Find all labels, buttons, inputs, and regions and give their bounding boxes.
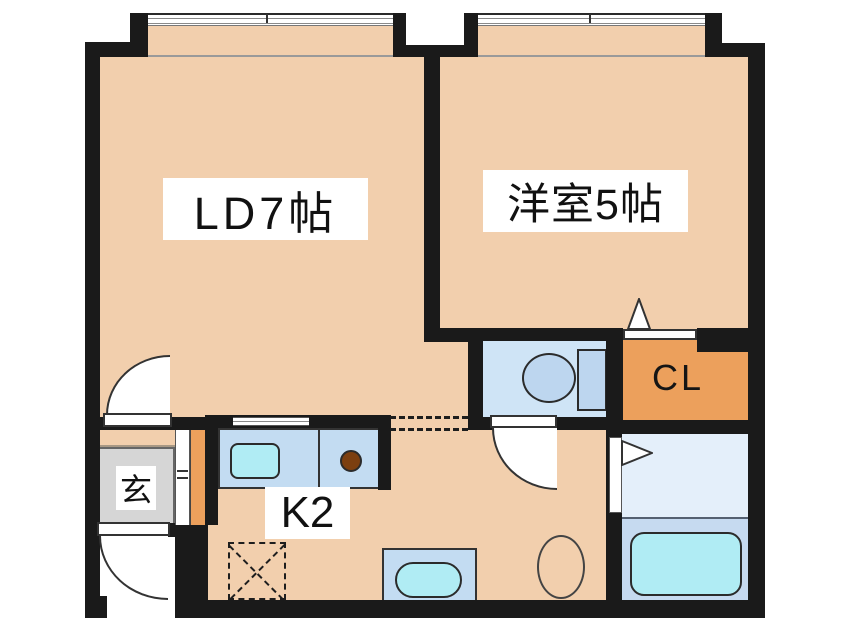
outside-notch-top-center	[405, 0, 465, 46]
window-ld	[148, 13, 393, 26]
wall	[203, 600, 765, 618]
wall	[606, 420, 765, 434]
door-leaf-closet	[623, 329, 697, 340]
washroom-bath-divider	[622, 517, 748, 519]
wall	[85, 42, 148, 57]
wall	[85, 596, 107, 618]
door-handle-tick	[177, 470, 188, 472]
stove-burner-icon	[340, 450, 362, 472]
outside-top-right	[722, 0, 752, 43]
wall	[468, 328, 608, 341]
door-handle-tick	[177, 477, 188, 479]
window-center-tick	[266, 14, 268, 23]
washroom-door-marker-icon	[621, 440, 653, 466]
window-bay-left	[148, 25, 393, 57]
wall	[378, 415, 391, 490]
outside-top-left	[96, 0, 132, 42]
bay-edge-line	[478, 55, 705, 57]
room-label-kitchen: K2	[265, 487, 350, 539]
entrance-step-line	[93, 445, 175, 447]
closet-door-marker-icon	[627, 298, 651, 330]
kitchen-window	[233, 417, 309, 426]
toilet-tank-icon	[577, 349, 607, 411]
room-label-ld: LD7帖	[163, 178, 368, 240]
room-closet	[622, 338, 750, 422]
room-label-entrance-text: 玄	[119, 472, 152, 508]
kitchen-sink-icon	[230, 443, 280, 479]
door-leaf-ld	[103, 413, 172, 427]
room-label-kitchen-text: K2	[280, 488, 335, 537]
ld-kitchen-boundary	[390, 428, 468, 431]
room-label-closet-text: CL	[652, 357, 705, 398]
wall	[205, 415, 218, 525]
ld-kitchen-boundary	[390, 416, 468, 419]
wall	[175, 525, 208, 618]
wall	[130, 13, 148, 44]
bathtub-icon	[630, 532, 742, 596]
window-center-tick	[589, 14, 591, 23]
room-label-entrance: 玄	[116, 466, 156, 510]
room-label-western-text: 洋室5帖	[507, 181, 664, 229]
washroom-door-opening	[609, 437, 622, 513]
room-label-western: 洋室5帖	[483, 170, 688, 232]
toilet-bowl-icon	[522, 353, 576, 403]
wall-ld-western-divider	[424, 57, 440, 342]
window-bay-right	[478, 25, 705, 57]
door-leaf-toilet	[490, 415, 557, 428]
room-washroom	[622, 434, 748, 518]
wall	[468, 330, 483, 430]
fridge-space	[228, 542, 286, 600]
bay-edge-line	[148, 55, 393, 57]
window-western	[478, 13, 705, 26]
counter-divider	[318, 428, 320, 489]
wall	[748, 43, 765, 618]
washing-machine-icon	[537, 535, 585, 599]
wall	[393, 45, 478, 57]
wall	[705, 13, 722, 45]
wall	[697, 328, 750, 352]
room-label-closet: CL	[652, 357, 704, 399]
wall	[606, 328, 623, 434]
vanity-basin-icon	[395, 562, 462, 598]
wall	[85, 42, 100, 618]
shoe-cabinet	[190, 428, 206, 527]
door-leaf-entry	[97, 522, 170, 536]
room-label-ld-text: LD7帖	[193, 187, 338, 239]
